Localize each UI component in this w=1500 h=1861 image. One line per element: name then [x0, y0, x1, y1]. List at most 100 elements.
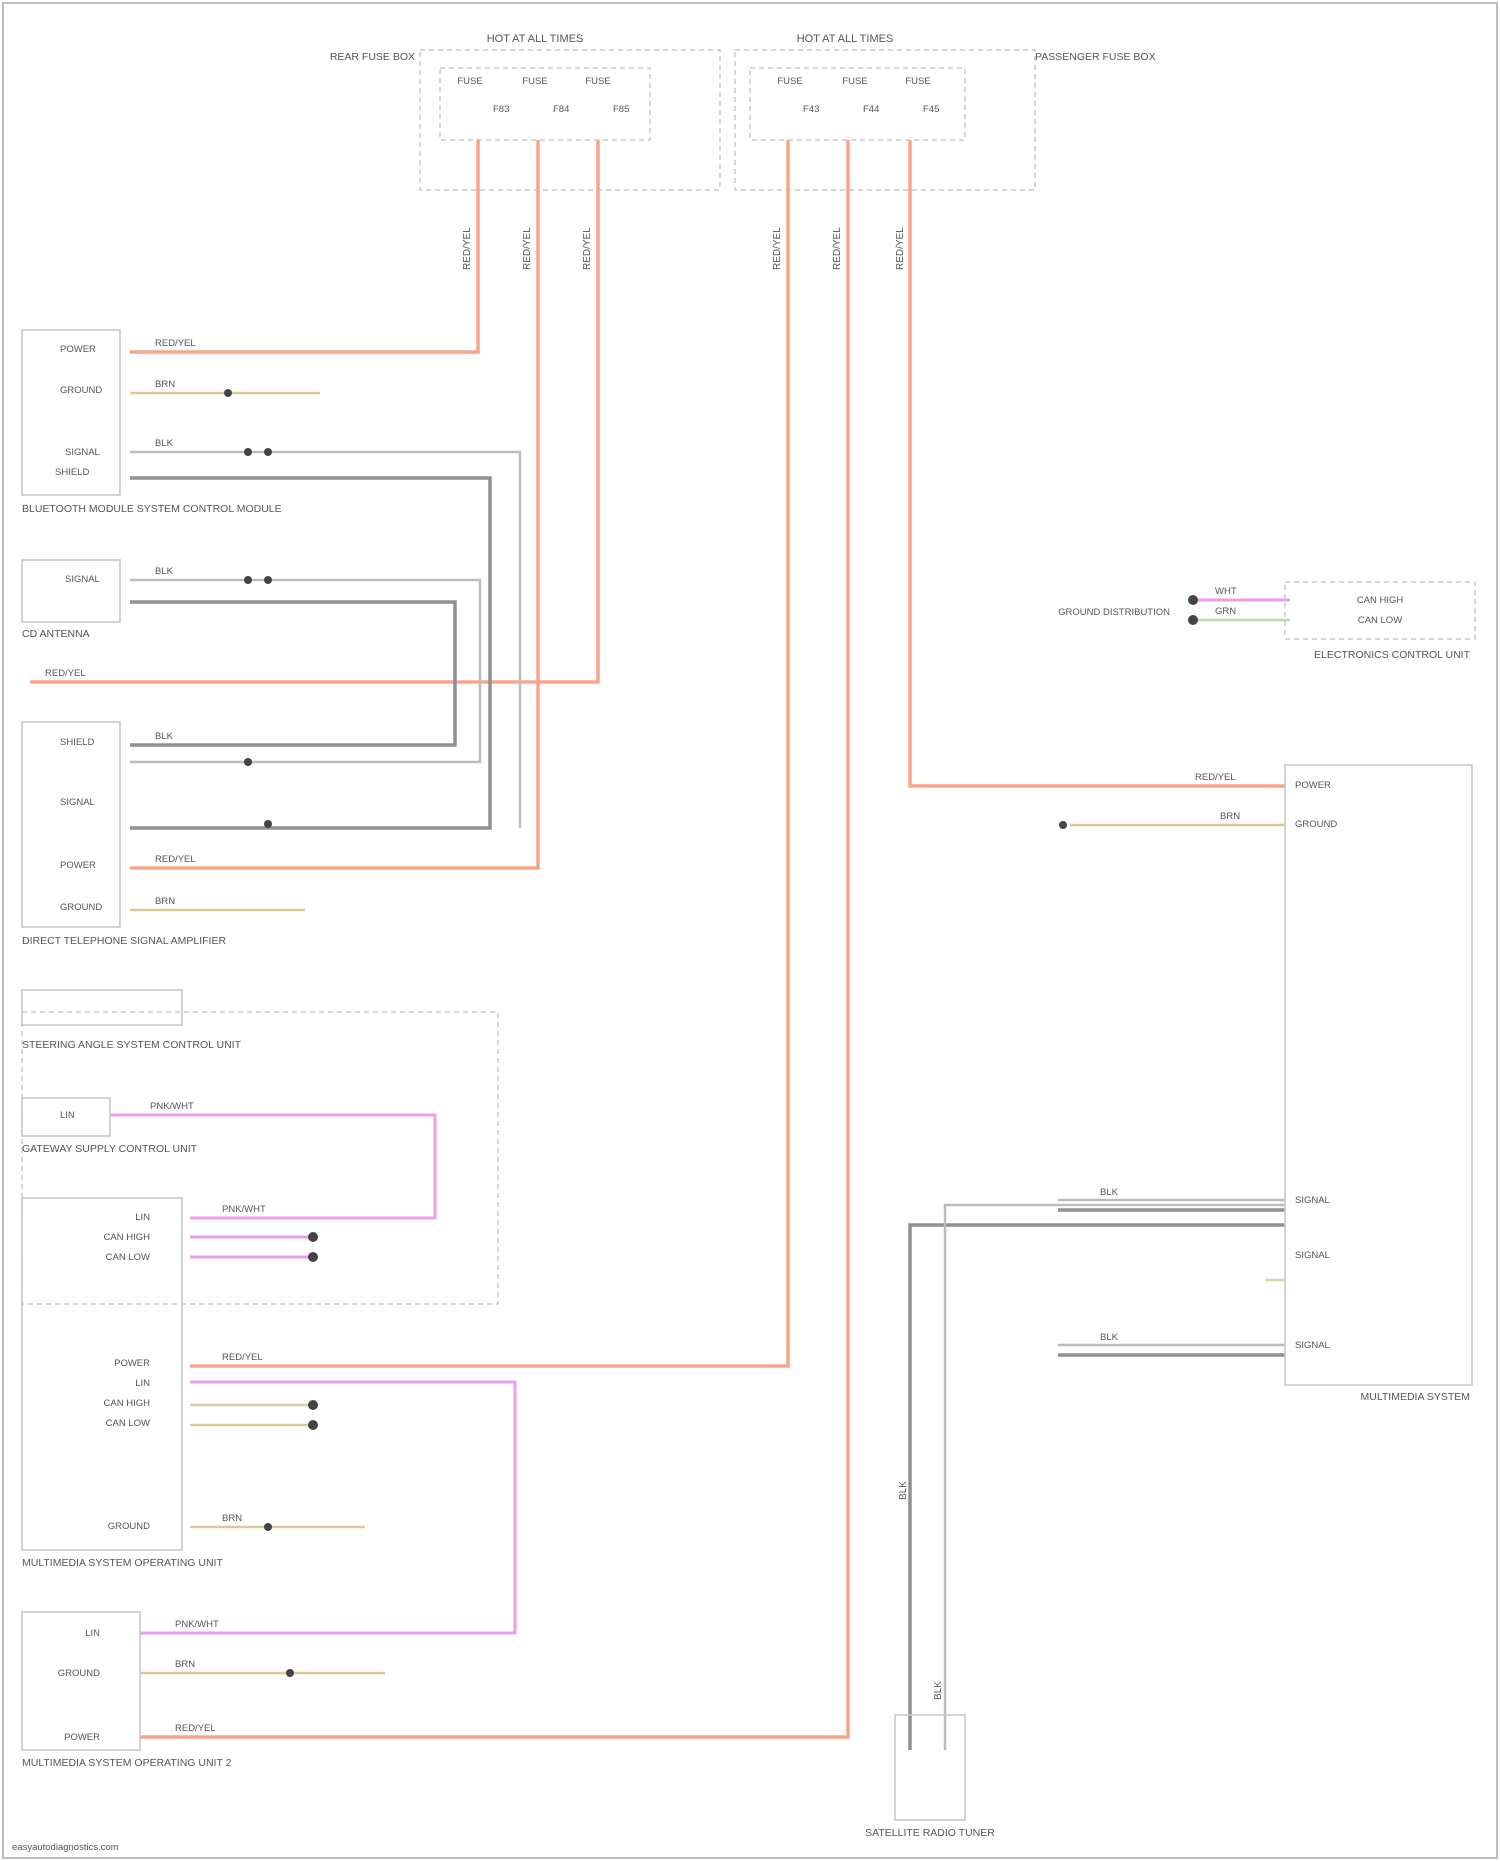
svg-text:RED/YEL: RED/YEL — [155, 338, 196, 349]
svg-text:SIGNAL: SIGNAL — [1295, 1250, 1330, 1261]
svg-text:GATEWAY SUPPLY CONTROL UNIT: GATEWAY SUPPLY CONTROL UNIT — [22, 1143, 198, 1155]
svg-text:GROUND: GROUND — [58, 1668, 100, 1679]
svg-text:WHT: WHT — [1215, 586, 1237, 597]
svg-text:CAN LOW: CAN LOW — [106, 1252, 150, 1263]
fuse-f45-label: F45 — [923, 104, 939, 115]
wire-color-labels: RED/YEL BRN BLK BLK RED/YEL BLK RED/YEL … — [45, 338, 1240, 1734]
fuse-left-side-label: REAR FUSE BOX — [330, 51, 415, 63]
svg-text:SATELLITE RADIO TUNER: SATELLITE RADIO TUNER — [865, 1827, 995, 1839]
svg-text:CAN LOW: CAN LOW — [1358, 615, 1402, 626]
cd-antenna: CD ANTENNA SIGNAL — [22, 560, 120, 640]
fuse-f44-label: F44 — [863, 104, 879, 115]
svg-text:SIGNAL: SIGNAL — [1295, 1195, 1330, 1206]
svg-text:SIGNAL: SIGNAL — [65, 447, 100, 458]
svg-text:CAN LOW: CAN LOW — [106, 1418, 150, 1429]
svg-text:FUSE: FUSE — [457, 76, 482, 87]
svg-text:BRN: BRN — [1220, 811, 1240, 822]
svg-text:MULTIMEDIA SYSTEM: MULTIMEDIA SYSTEM — [1361, 1391, 1471, 1403]
svg-text:BLK: BLK — [155, 438, 174, 449]
svg-text:RED/YEL: RED/YEL — [1195, 772, 1236, 783]
svg-text:PNK/WHT: PNK/WHT — [175, 1619, 219, 1630]
satellite-radio-tuner: SATELLITE RADIO TUNER — [865, 1715, 995, 1839]
svg-text:GROUND DISTRIBUTION: GROUND DISTRIBUTION — [1058, 607, 1170, 618]
svg-text:FUSE: FUSE — [585, 76, 610, 87]
svg-text:BLK: BLK — [1100, 1332, 1119, 1343]
svg-text:LIN: LIN — [135, 1212, 150, 1223]
bluetooth-module: BLUETOOTH MODULE SYSTEM CONTROL MODULE P… — [22, 330, 282, 515]
telephone-amplifier: DIRECT TELEPHONE SIGNAL AMPLIFIER SHIELD… — [22, 722, 226, 947]
fuse-wire-labels: RED/YEL RED/YEL RED/YEL RED/YEL RED/YEL … — [462, 227, 906, 270]
svg-text:RED/YEL: RED/YEL — [895, 227, 906, 270]
svg-text:STEERING ANGLE SYSTEM CONTROL: STEERING ANGLE SYSTEM CONTROL UNIT — [22, 1039, 242, 1051]
fuse-right-side-label: PASSENGER FUSE BOX — [1035, 51, 1156, 63]
fuse-left-title: HOT AT ALL TIMES — [487, 33, 584, 45]
svg-text:CD ANTENNA: CD ANTENNA — [22, 628, 90, 640]
svg-text:SIGNAL: SIGNAL — [65, 574, 100, 585]
multimedia-operating-unit-2: MULTIMEDIA SYSTEM OPERATING UNIT 2 LIN G… — [22, 1612, 232, 1769]
svg-text:BRN: BRN — [222, 1513, 242, 1524]
electronics-control-unit: ELECTRONICS CONTROL UNIT CAN HIGH CAN LO… — [1058, 582, 1475, 661]
svg-text:SIGNAL: SIGNAL — [1295, 1340, 1330, 1351]
splice-points — [224, 389, 1198, 1677]
svg-text:BLK: BLK — [1100, 1187, 1119, 1198]
svg-text:BLK: BLK — [155, 566, 174, 577]
svg-text:BLK: BLK — [898, 1481, 909, 1500]
coax-wires — [130, 452, 1285, 1750]
svg-text:RED/YEL: RED/YEL — [175, 1723, 216, 1734]
svg-text:BLK: BLK — [933, 1681, 944, 1700]
svg-text:SHIELD: SHIELD — [55, 467, 89, 478]
svg-text:FUSE: FUSE — [777, 76, 802, 87]
svg-text:GROUND: GROUND — [60, 902, 102, 913]
svg-text:ELECTRONICS CONTROL UNIT: ELECTRONICS CONTROL UNIT — [1314, 649, 1471, 661]
fuse-f85-label: F85 — [613, 104, 629, 115]
fuse-f43-label: F43 — [803, 104, 819, 115]
svg-text:BRN: BRN — [155, 896, 175, 907]
svg-text:PNK/WHT: PNK/WHT — [222, 1204, 266, 1215]
svg-text:GRN: GRN — [1215, 606, 1236, 617]
svg-text:POWER: POWER — [114, 1358, 150, 1369]
multimedia-system: MULTIMEDIA SYSTEM POWER GROUND SIGNAL SI… — [1285, 765, 1472, 1403]
svg-text:RED/YEL: RED/YEL — [832, 227, 843, 270]
fuse-box-left: HOT AT ALL TIMES REAR FUSE BOX FUSE FUSE… — [330, 33, 720, 190]
svg-text:BLK: BLK — [155, 731, 174, 742]
svg-text:MULTIMEDIA SYSTEM OPERATING UN: MULTIMEDIA SYSTEM OPERATING UNIT 2 — [22, 1757, 232, 1769]
svg-text:LIN: LIN — [85, 1628, 100, 1639]
svg-text:POWER: POWER — [60, 344, 96, 355]
svg-text:GROUND: GROUND — [60, 385, 102, 396]
footer-credit: easyautodiagnostics.com — [12, 1842, 119, 1853]
fuse-box-right: HOT AT ALL TIMES PASSENGER FUSE BOX FUSE… — [735, 33, 1156, 190]
svg-text:MULTIMEDIA SYSTEM OPERATING UN: MULTIMEDIA SYSTEM OPERATING UNIT — [22, 1557, 223, 1569]
svg-text:FUSE: FUSE — [905, 76, 930, 87]
svg-text:CAN HIGH: CAN HIGH — [104, 1398, 151, 1409]
fuse-right-title: HOT AT ALL TIMES — [797, 33, 894, 45]
svg-text:BLUETOOTH MODULE SYSTEM CONTRO: BLUETOOTH MODULE SYSTEM CONTROL MODULE — [22, 503, 282, 515]
fuse-f83-label: F83 — [493, 104, 509, 115]
svg-text:POWER: POWER — [64, 1732, 100, 1743]
svg-text:PNK/WHT: PNK/WHT — [150, 1101, 194, 1112]
svg-text:RED/YEL: RED/YEL — [222, 1352, 263, 1363]
lin-wires — [110, 600, 1290, 1633]
svg-text:RED/YEL: RED/YEL — [462, 227, 473, 270]
svg-text:SIGNAL: SIGNAL — [60, 797, 95, 808]
svg-text:CAN HIGH: CAN HIGH — [104, 1232, 151, 1243]
svg-text:LIN: LIN — [60, 1110, 75, 1121]
svg-text:POWER: POWER — [1295, 780, 1331, 791]
fuse-f84-label: F84 — [553, 104, 569, 115]
svg-text:BRN: BRN — [175, 1659, 195, 1670]
svg-text:CAN HIGH: CAN HIGH — [1357, 595, 1404, 606]
svg-text:BRN: BRN — [155, 379, 175, 390]
svg-text:FUSE: FUSE — [522, 76, 547, 87]
diagram-frame — [3, 3, 1497, 1858]
svg-text:SHIELD: SHIELD — [60, 737, 94, 748]
ground-wires — [130, 393, 1290, 1673]
svg-text:DIRECT TELEPHONE SIGNAL AMPLIF: DIRECT TELEPHONE SIGNAL AMPLIFIER — [22, 935, 226, 947]
svg-text:GROUND: GROUND — [108, 1521, 150, 1532]
svg-text:RED/YEL: RED/YEL — [522, 227, 533, 270]
svg-text:RED/YEL: RED/YEL — [582, 227, 593, 270]
svg-text:GROUND: GROUND — [1295, 819, 1337, 830]
svg-text:POWER: POWER — [60, 860, 96, 871]
svg-text:RED/YEL: RED/YEL — [155, 854, 196, 865]
svg-text:FUSE: FUSE — [842, 76, 867, 87]
svg-text:RED/YEL: RED/YEL — [772, 227, 783, 270]
